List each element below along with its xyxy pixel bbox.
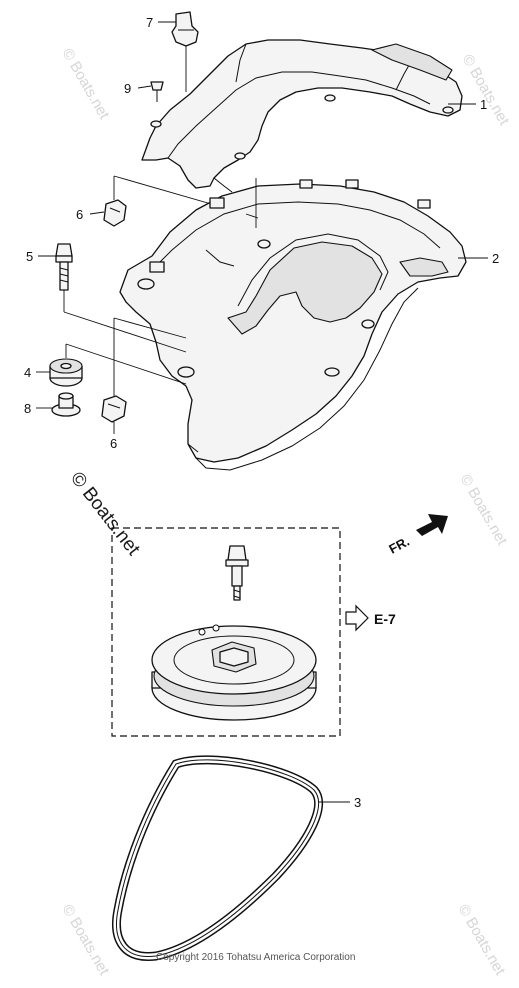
- watermark-bottom-left: © Boats.net: [59, 902, 113, 979]
- callout-9: 9: [124, 81, 131, 96]
- flywheel-bolt: [225, 545, 249, 601]
- callout-3: 3: [354, 795, 361, 810]
- flywheel-pulley: [151, 624, 317, 721]
- watermark-top-right: © Boats.net: [459, 52, 513, 129]
- watermark-mid-right: © Boats.net: [457, 472, 511, 549]
- part-5-bolt: [55, 243, 187, 353]
- reference-box-e7: [111, 527, 341, 737]
- callout-2: 2: [492, 251, 499, 266]
- part-3-belt: [112, 755, 323, 961]
- part-8-collar: [51, 392, 81, 417]
- part-9-screw: [150, 81, 164, 102]
- callout-7: 7: [146, 15, 153, 30]
- callout-4: 4: [24, 365, 31, 380]
- part-7-clip: [171, 11, 199, 92]
- callout-5: 5: [26, 249, 33, 264]
- watermark-dark: © Boats.net: [66, 468, 144, 560]
- callout-6-lower: 6: [110, 436, 117, 451]
- part-4-grommet: [49, 343, 187, 387]
- callout-1: 1: [480, 97, 487, 112]
- front-direction-indicator: FR.: [386, 514, 448, 557]
- reference-label: E-7: [374, 611, 396, 627]
- callout-8: 8: [24, 401, 31, 416]
- callout-6-upper: 6: [76, 207, 83, 222]
- part-1-cover-duct: [141, 39, 463, 193]
- callout-numbers: 7 9 1 6 2 5 4 8 6 3: [24, 15, 499, 810]
- copyright-notice: Copyright 2016 Tohatsu America Corporati…: [156, 952, 355, 963]
- callout-leaders: [36, 21, 488, 803]
- part-2-lower-cover: [119, 178, 467, 471]
- front-arrow-icon: [416, 514, 448, 536]
- part-6-lower-clip: [101, 317, 187, 423]
- front-label: FR.: [386, 534, 412, 557]
- watermark-bottom-right: © Boats.net: [455, 902, 509, 979]
- watermark-top-left: © Boats.net: [59, 46, 113, 123]
- reference-arrow-e7: E-7: [345, 604, 396, 632]
